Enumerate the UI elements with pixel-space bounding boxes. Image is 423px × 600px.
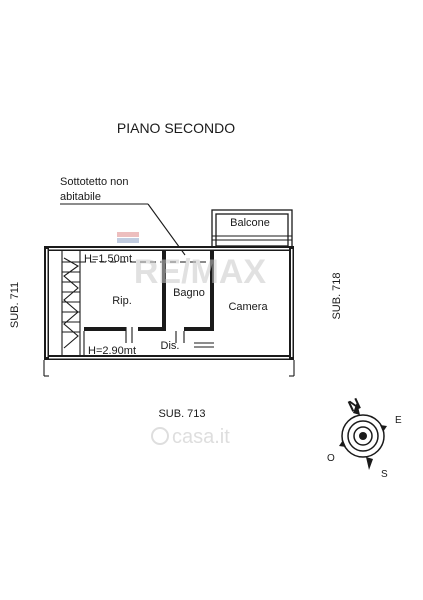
height-label-low: H=1.50mt — [84, 253, 132, 265]
compass-south-needle — [366, 457, 373, 470]
compass-label-s: S — [381, 469, 388, 480]
note-text-line1: Sottotetto non — [60, 176, 129, 188]
neighbor-label-bottom: SUB. 713 — [158, 408, 205, 420]
note-text-line2: abitabile — [60, 191, 101, 203]
neighbor-label-right: SUB. 718 — [331, 272, 343, 319]
balcony — [211, 209, 293, 251]
compass-label-o: O — [327, 453, 335, 464]
remax-watermark-text: RE/MAX — [134, 253, 267, 291]
plan-title: PIANO SECONDO — [117, 120, 235, 136]
compass-label-n: N — [346, 396, 364, 416]
compass-label-e: E — [395, 415, 402, 426]
staircase — [61, 251, 81, 355]
room-label-rip: Rip. — [112, 295, 132, 307]
compass-rose — [339, 402, 387, 470]
compass-east-needle — [380, 425, 387, 432]
height-label-high: H=2.90mt — [88, 345, 136, 357]
room-label-balcone: Balcone — [230, 217, 270, 229]
room-label-camera: Camera — [228, 301, 268, 313]
room-label-dis: Dis. — [161, 340, 180, 352]
interior-walls — [83, 251, 214, 355]
room-label-bagno: Bagno — [173, 287, 205, 299]
casa-watermark: casa.it — [151, 426, 230, 448]
neighbor-label-left: SUB. 711 — [9, 282, 21, 328]
outer-walls — [43, 246, 295, 377]
compass-west-needle — [339, 440, 346, 447]
remax-watermark: RE/MAX — [117, 232, 266, 291]
compass-north-needle — [353, 402, 360, 415]
casa-watermark-text: casa.it — [172, 426, 230, 448]
